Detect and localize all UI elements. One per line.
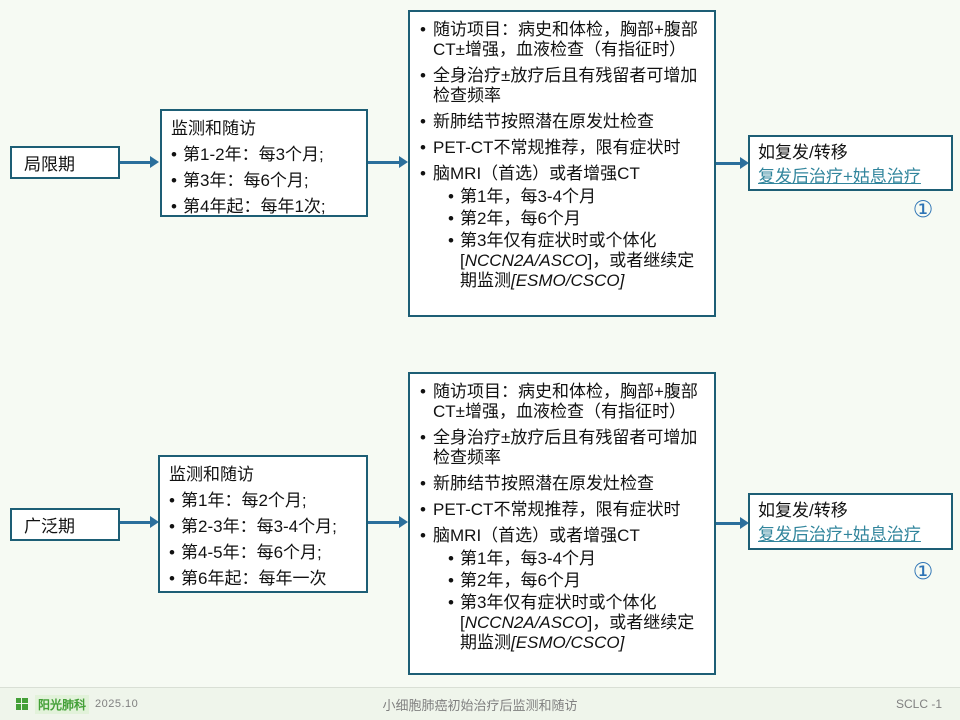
- brand-logo-icon: [16, 697, 29, 711]
- guideline-ref: [ESMO/CSCO]: [511, 271, 625, 290]
- detail-subitem: 第2年，每6个月: [446, 209, 708, 229]
- relapse-box: 如复发/转移 复发后治疗+姑息治疗: [748, 493, 953, 550]
- followup-detail-box: 随访项目：病史和体检，胸部+腹部CT±增强，血液检查（有指征时） 全身治疗±放疗…: [408, 10, 716, 317]
- monitor-item: 第1-2年：每3个月;: [171, 142, 358, 168]
- detail-subitem: 第3年仅有症状时或个体化[NCCN2A/ASCO]，或者继续定期监测[ESMO/…: [446, 593, 708, 653]
- detail-item: 脑MRI（首选）或者增强CT 第1年，每3-4个月 第2年，每6个月 第3年仅有…: [418, 526, 708, 653]
- monitor-list: 第1年：每2个月; 第2-3年：每3-4个月; 第4-5年：每6个月; 第6年起…: [169, 488, 358, 592]
- detail-subitem: 第2年，每6个月: [446, 571, 708, 591]
- detail-item: 脑MRI（首选）或者增强CT 第1年，每3-4个月 第2年，每6个月 第3年仅有…: [418, 164, 708, 291]
- detail-subitem: 第1年，每3-4个月: [446, 549, 708, 569]
- footer-brand-group: 阳光肺科 2025.10: [16, 694, 139, 714]
- monitor-title: 监测和随访: [169, 465, 254, 484]
- arrow-stage-to-monitor: [120, 516, 159, 528]
- monitor-title: 监测和随访: [171, 119, 256, 138]
- slide-footer: 阳光肺科 2025.10 小细胞肺癌初始治疗后监测和随访 SCLC -1: [0, 687, 960, 720]
- footnote-marker: ①: [912, 196, 934, 222]
- guideline-ref: NCCN2A/ASCO: [464, 251, 588, 270]
- relapse-treatment-link[interactable]: 复发后治疗+姑息治疗: [758, 167, 921, 186]
- relapse-title: 如复发/转移: [758, 501, 848, 520]
- detail-sublist: 第1年，每3-4个月 第2年，每6个月 第3年仅有症状时或个体化[NCCN2A/…: [446, 187, 708, 291]
- detail-item: 全身治疗±放疗后且有残留者可增加检查频率: [418, 66, 708, 106]
- stage-label: 广泛期: [24, 517, 75, 536]
- footer-page-label: SCLC -1: [895, 697, 942, 711]
- monitor-schedule-box: 监测和随访 第1-2年：每3个月; 第3年：每6个月; 第4年起：每年1次;: [160, 109, 368, 220]
- detail-subitem: 第1年，每3-4个月: [446, 187, 708, 207]
- monitor-item: 第1年：每2个月;: [169, 488, 358, 514]
- detail-item: 随访项目：病史和体检，胸部+腹部CT±增强，血液检查（有指征时）: [418, 20, 708, 60]
- arrow-detail-to-relapse: [716, 517, 749, 529]
- stage-box-extensive: 广泛期: [10, 508, 120, 541]
- detail-sublist: 第1年，每3-4个月 第2年，每6个月 第3年仅有症状时或个体化[NCCN2A/…: [446, 549, 708, 653]
- stage-box-limited: 局限期: [10, 146, 120, 179]
- brand-name: 阳光肺科: [35, 694, 90, 714]
- monitor-item: 第4-5年：每6个月;: [169, 540, 358, 566]
- monitor-item: 第3年：每6个月;: [171, 168, 358, 194]
- detail-item: PET-CT不常规推荐，限有症状时: [418, 500, 708, 520]
- detail-item: 随访项目：病史和体检，胸部+腹部CT±增强，血液检查（有指征时）: [418, 382, 708, 422]
- monitor-item: 第6年起：每年一次: [169, 566, 358, 592]
- arrow-stage-to-monitor: [120, 156, 159, 168]
- detail-list: 随访项目：病史和体检，胸部+腹部CT±增强，血液检查（有指征时） 全身治疗±放疗…: [418, 382, 708, 653]
- footnote-marker: ①: [912, 558, 934, 584]
- detail-subitem: 第3年仅有症状时或个体化[NCCN2A/ASCO]，或者继续定期监测[ESMO/…: [446, 231, 708, 291]
- guideline-ref: [ESMO/CSCO]: [511, 633, 625, 652]
- relapse-title: 如复发/转移: [758, 143, 848, 162]
- detail-item: PET-CT不常规推荐，限有症状时: [418, 138, 708, 158]
- guideline-ref: NCCN2A/ASCO: [464, 613, 588, 632]
- detail-item: 新肺结节按照潜在原发灶检查: [418, 112, 708, 132]
- arrow-monitor-to-detail: [368, 156, 408, 168]
- detail-item: 全身治疗±放疗后且有残留者可增加检查频率: [418, 428, 708, 468]
- monitor-item: 第2-3年：每3-4个月;: [169, 514, 358, 540]
- footer-title: 小细胞肺癌初始治疗后监测和随访: [382, 697, 578, 713]
- monitor-item: 第4年起：每年1次;: [171, 194, 358, 220]
- monitor-list: 第1-2年：每3个月; 第3年：每6个月; 第4年起：每年1次;: [171, 142, 358, 220]
- relapse-treatment-link[interactable]: 复发后治疗+姑息治疗: [758, 525, 921, 544]
- followup-detail-box: 随访项目：病史和体检，胸部+腹部CT±增强，血液检查（有指征时） 全身治疗±放疗…: [408, 372, 716, 675]
- arrow-monitor-to-detail: [368, 516, 408, 528]
- footer-date: 2025.10: [95, 698, 139, 710]
- arrow-detail-to-relapse: [716, 157, 749, 169]
- relapse-box: 如复发/转移 复发后治疗+姑息治疗: [748, 135, 953, 191]
- stage-label: 局限期: [24, 155, 75, 174]
- detail-item: 新肺结节按照潜在原发灶检查: [418, 474, 708, 494]
- detail-list: 随访项目：病史和体检，胸部+腹部CT±增强，血液检查（有指征时） 全身治疗±放疗…: [418, 20, 708, 291]
- monitor-schedule-box: 监测和随访 第1年：每2个月; 第2-3年：每3-4个月; 第4-5年：每6个月…: [158, 455, 368, 593]
